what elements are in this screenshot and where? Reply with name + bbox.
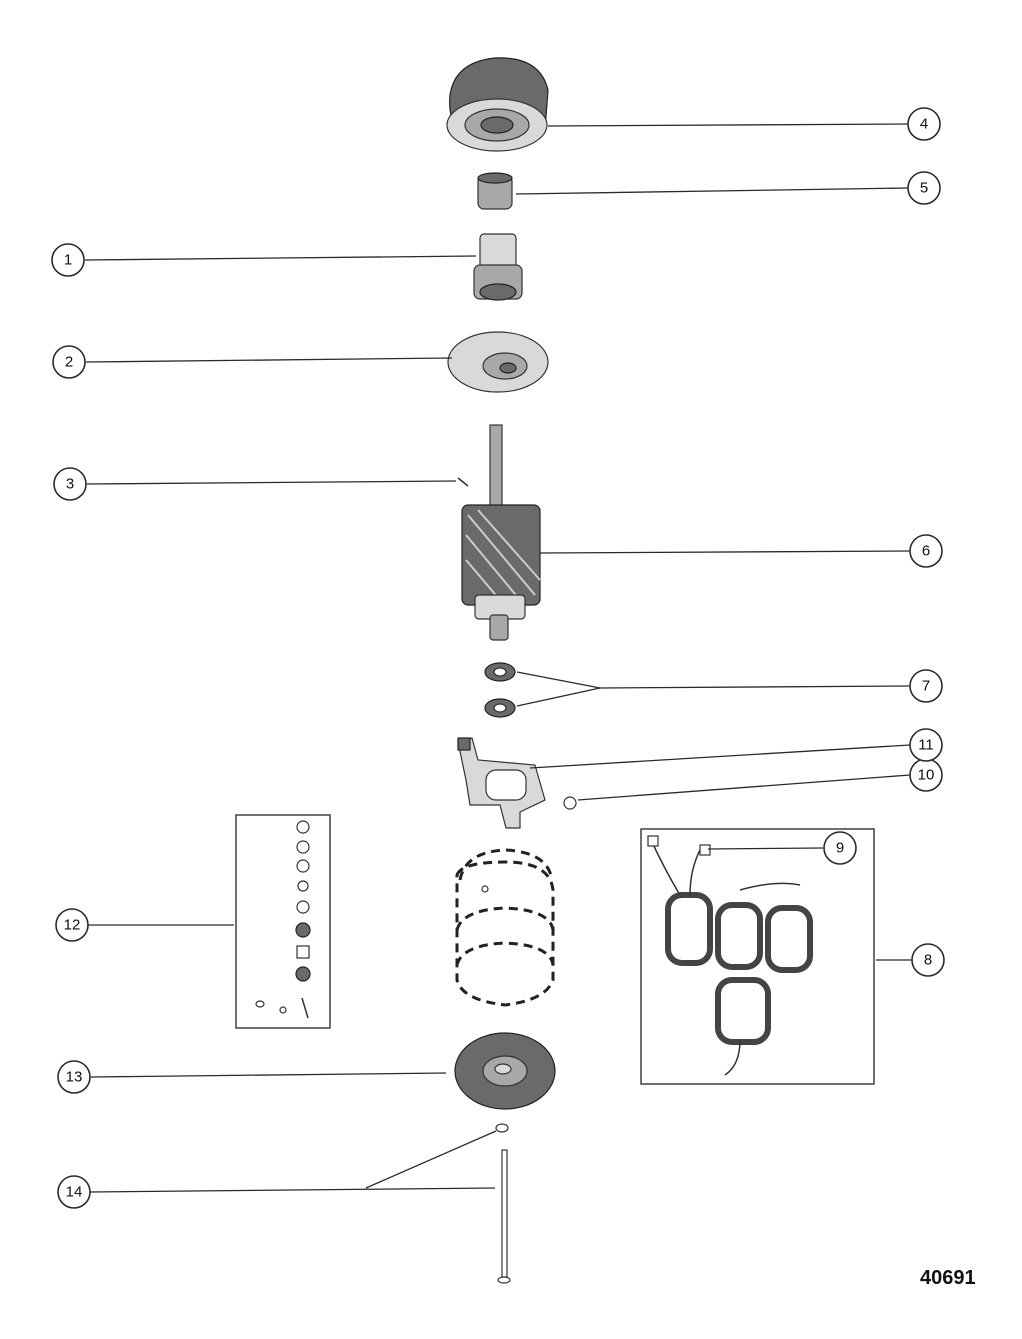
- frame-dashed-outline: [455, 848, 555, 1007]
- callout-12-label: 12: [64, 917, 81, 934]
- leader-9: [707, 847, 824, 850]
- leader-6: [539, 550, 911, 554]
- part-5-bushing: [477, 172, 513, 210]
- callout-2: 2: [52, 345, 86, 379]
- leader-7a: [516, 671, 601, 689]
- part-2-plate: [447, 331, 549, 393]
- callout-11-label: 11: [918, 737, 934, 754]
- leader-3: [86, 480, 457, 485]
- part-7-washers: [484, 662, 516, 718]
- callout-10-label: 10: [918, 767, 935, 784]
- callout-3: 3: [53, 467, 87, 501]
- part-4-drive-end-housing: [446, 57, 549, 152]
- part-1-drive-assembly: [473, 233, 523, 301]
- part-10-spring: [563, 796, 577, 810]
- leader-11: [529, 744, 911, 769]
- leader-1: [84, 255, 477, 261]
- callout-8: 8: [911, 943, 945, 977]
- part-6-armature: [461, 424, 541, 641]
- callout-11: 11: [909, 728, 943, 762]
- callout-4: 4: [907, 107, 941, 141]
- callout-9-label: 9: [836, 840, 844, 857]
- leader-2: [85, 357, 453, 363]
- leader-7b: [516, 687, 601, 707]
- leader-5: [515, 187, 909, 195]
- figure-number: 40691: [920, 1267, 976, 1289]
- leader-4: [547, 123, 909, 127]
- part-11-brush-holder: [457, 737, 546, 829]
- callout-5-label: 5: [920, 180, 928, 197]
- leader-14a: [365, 1130, 497, 1189]
- part-8-field-coils: [640, 828, 875, 1085]
- callout-9: 9: [823, 831, 857, 865]
- callout-6-label: 6: [922, 543, 930, 560]
- callout-12: 12: [55, 908, 89, 942]
- callout-1: 1: [51, 243, 85, 277]
- callout-10: 10: [909, 758, 943, 792]
- leader-10: [577, 774, 911, 801]
- part-14-thru-bolt: [495, 1123, 511, 1284]
- callout-7-label: 7: [922, 678, 930, 695]
- part-12-hardware-kit: [235, 814, 331, 1029]
- callout-2-label: 2: [65, 354, 73, 371]
- part-13-end-head: [454, 1032, 556, 1110]
- leader-7: [599, 685, 911, 689]
- callout-13-label: 13: [66, 1069, 83, 1086]
- callout-5: 5: [907, 171, 941, 205]
- part-3-key: [457, 477, 469, 487]
- callout-4-label: 4: [920, 116, 928, 133]
- callout-1-label: 1: [64, 252, 72, 269]
- callout-8-label: 8: [924, 952, 932, 969]
- leader-13: [90, 1072, 447, 1078]
- callout-14: 14: [57, 1175, 91, 1209]
- callout-6: 6: [909, 534, 943, 568]
- leader-14: [89, 1187, 496, 1193]
- callout-3-label: 3: [66, 476, 74, 493]
- callout-7: 7: [909, 669, 943, 703]
- callout-14-label: 14: [66, 1184, 83, 1201]
- callout-13: 13: [57, 1060, 91, 1094]
